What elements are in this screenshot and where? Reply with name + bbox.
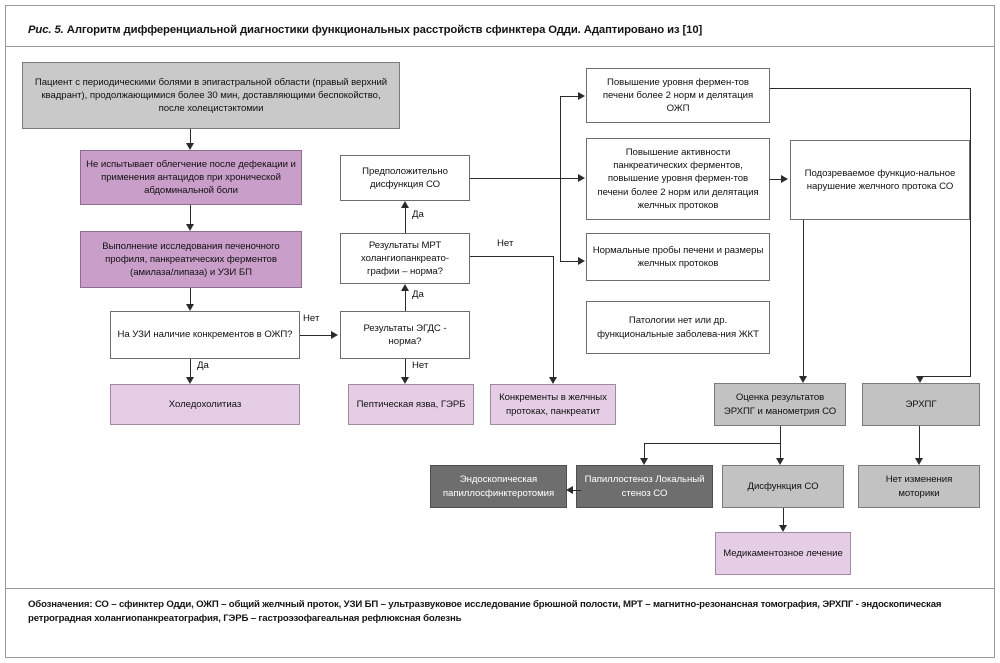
arrow-suspected-manometry [799,376,807,383]
caption-number: Рис. 5. [28,24,64,36]
arrow-manometry-papillo [640,458,648,465]
arrow-trunk-liverenz [578,92,585,100]
edge-manometry-split-h [644,443,781,444]
arrow-papillo-sphincter [566,486,573,494]
edge-usstones-egds [300,335,331,336]
node-duct-stones: Конкременты в желчных протоках, панкреат… [490,384,616,425]
legend-divider [6,588,994,589]
edge-label-yes-1: Да [197,360,209,371]
node-no-pathology: Патологии нет или др. функциональные заб… [586,301,770,354]
arrow-egds-peptic [401,377,409,384]
node-liver-enzymes-up: Повышение уровня фермен-тов печени более… [586,68,770,123]
node-suspected-biliary: Подозреваемое функцио-нальное нарушение … [790,140,970,220]
title-divider [6,46,994,47]
arrow-workup-usstones [186,304,194,311]
caption-text: Алгоритм дифференциальной диагностики фу… [66,24,703,36]
edge-mrcp-ductstones-v [553,256,554,377]
arrow-usstones-choledoch [186,377,194,384]
node-pancreatic-up: Повышение активности панкреатических фер… [586,138,770,220]
edge-label-no-1: Нет [303,313,320,324]
node-workup: Выполнение исследования печеночного проф… [80,231,302,288]
node-mrcp: Результаты МРТ холангиопанкреато-графии … [340,233,470,284]
edge-label-no-3: Нет [412,360,429,371]
arrow-soddysf-drug [779,525,787,532]
node-us-stones: На УЗИ наличие конкрементов в ОЖП? [110,311,300,359]
arrow-norelief-workup [186,224,194,231]
edge-egds-mrcp [405,291,406,311]
arrow-usstones-egds [331,331,338,339]
node-peptic-ulcer: Пептическая язва, ГЭРБ [348,384,474,425]
edge-egds-peptic [405,359,406,377]
node-drug-treatment: Медикаментозное лечение [715,532,851,575]
edge-label-yes-3: Да [412,209,424,220]
edge-suspected-manometry [803,220,804,376]
edge-trunk-pancreatic [560,178,578,179]
edge-liverenz-ercp-h2 [920,376,971,377]
node-normal-liver: Нормальные пробы печени и размеры желчны… [586,233,770,281]
edge-label-no-2: Нет [497,238,514,249]
node-no-relief: Не испытывает облегчение после дефекации… [80,150,302,205]
arrow-manometry-soddysf [776,458,784,465]
node-no-motility-change: Нет изменения моторики [858,465,980,508]
edge-trunk-liverenz [560,96,578,97]
edge-workup-usstones [190,288,191,304]
figure-legend: Обозначения: СО – сфинктер Одди, ОЖП – о… [28,599,942,624]
edge-pancreatic-suspected [770,179,781,180]
node-egds: Результаты ЭГДС - норма? [340,311,470,359]
edge-start-norelief [190,129,191,143]
edge-liverenz-ercp-v [970,88,971,376]
edge-mrcp-ductstones-h [470,256,553,257]
edge-manometry-down [780,426,781,458]
arrow-mrcp-ductstones [549,377,557,384]
edge-ercp-nomotility [919,426,920,458]
node-ercp: ЭРХПГ [862,383,980,426]
arrow-pancreatic-suspected [781,175,788,183]
arrow-liverenz-ercp [916,376,924,383]
node-presumed-sod: Предположительно дисфункция СО [340,155,470,201]
edge-soddysf-drug [783,508,784,525]
node-papillostenosis: Папиллостеноз Локальный стеноз СО [576,465,713,508]
arrow-trunk-pancreatic [578,174,585,182]
node-sphincterotomy: Эндоскопическая папиллосфинктеротомия [430,465,567,508]
edge-label-yes-2: Да [412,289,424,300]
arrow-egds-mrcp [401,284,409,291]
arrow-mrcp-presumed [401,201,409,208]
edge-presumed-trunk-h [470,178,560,179]
arrow-start-norelief [186,143,194,150]
node-sod-dysfunction: Дисфункция СО [722,465,844,508]
edge-trunk-normalliver [560,261,578,262]
edge-papillo-sphincter [573,490,581,491]
edge-usstones-choledoch [190,359,191,377]
node-start: Пациент с периодическими болями в эпигас… [22,62,400,129]
figure-caption: Рис. 5. Алгоритм дифференциальной диагно… [28,24,948,36]
edge-liverenz-ercp-h [770,88,970,89]
arrow-ercp-nomotility [915,458,923,465]
edge-manometry-papillo-v [644,443,645,458]
edge-norelief-workup [190,205,191,224]
node-choledocholithiasis: Холедохолитиаз [110,384,300,425]
arrow-trunk-normalliver [578,257,585,265]
edge-mrcp-presumed [405,208,406,233]
node-ercp-manometry: Оценка результатов ЭРХПГ и манометрия СО [714,383,846,426]
